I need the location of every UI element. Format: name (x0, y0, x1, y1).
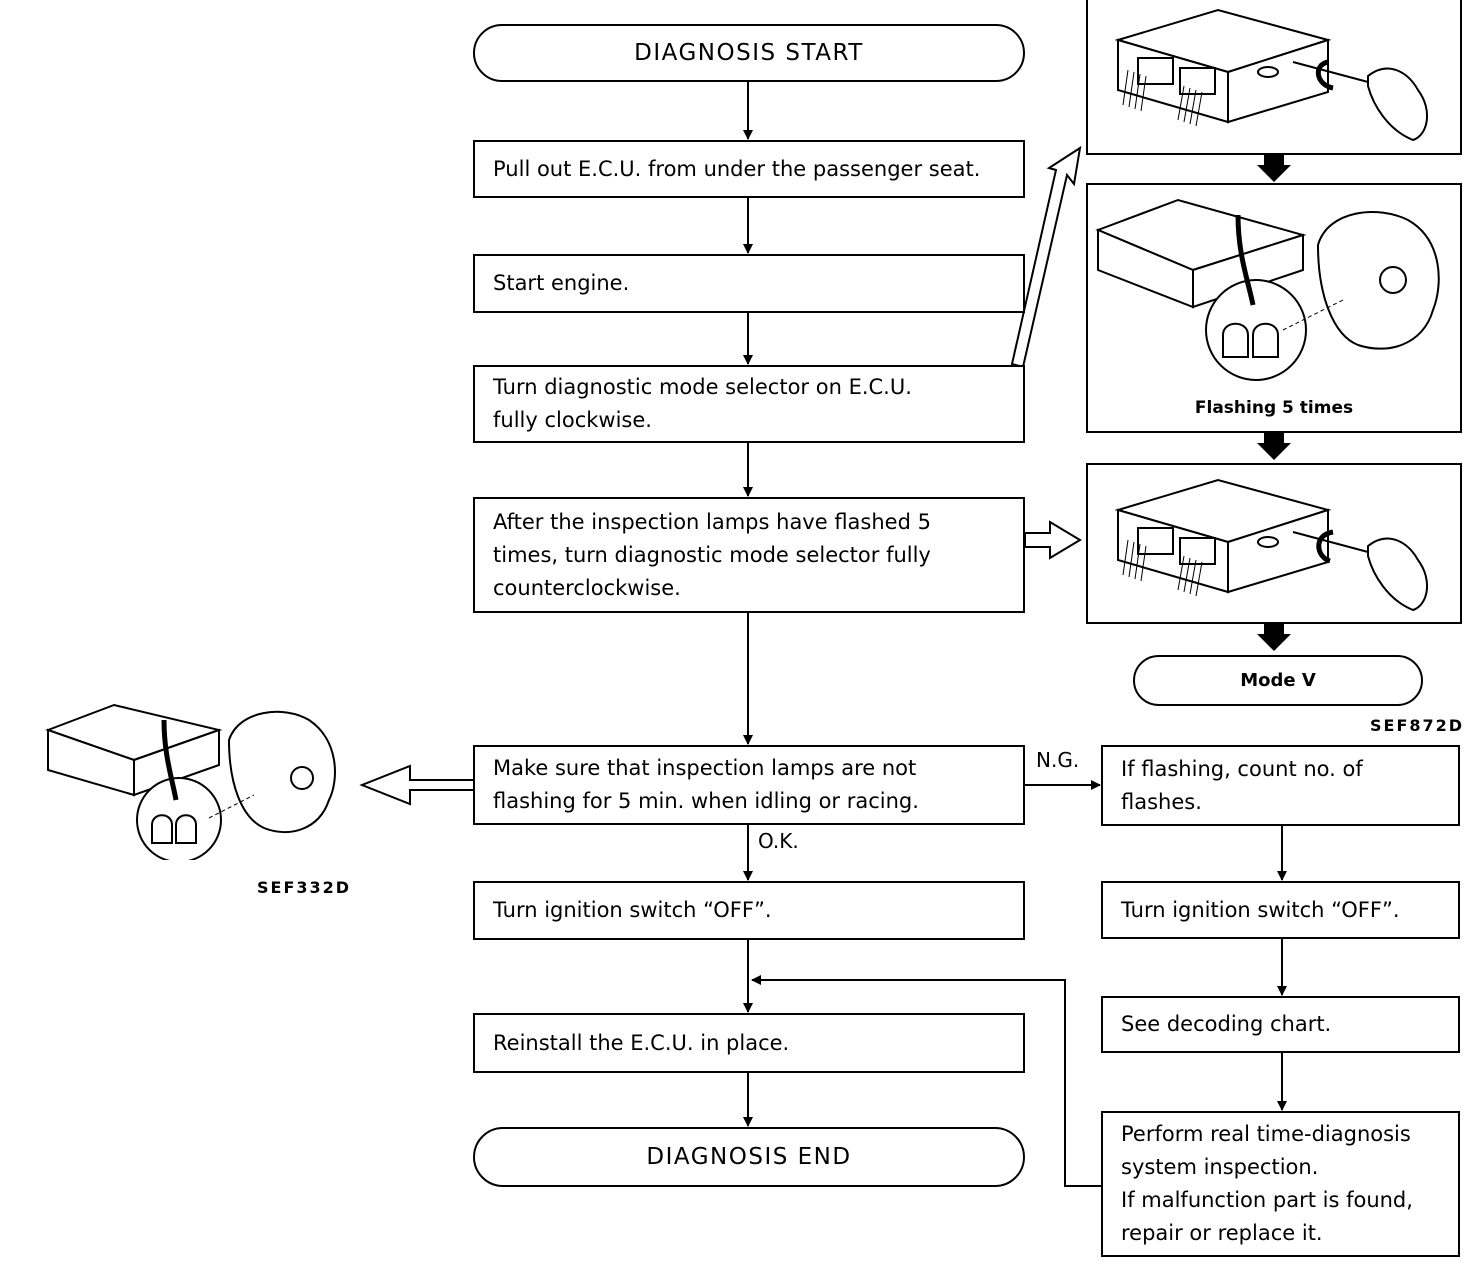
ecu-screwdriver-icon (1114, 8, 1429, 142)
ecu-turn-clockwise-illustration (1086, 0, 1462, 155)
ecu-flashing-illustration: Flashing 5 times (1086, 183, 1462, 433)
step-pull-out-ecu: Pull out E.C.U. from under the passenger… (473, 140, 1025, 198)
ng-real-time-diagnosis: Perform real time-diagnosis system inspe… (1101, 1111, 1460, 1257)
step-start-engine: Start engine. (473, 254, 1025, 313)
ng-label: N.G. (1036, 748, 1080, 772)
end-terminal: DIAGNOSIS END (473, 1127, 1025, 1187)
ng-count-flashes: If flashing, count no. of flashes. (1101, 745, 1460, 826)
flash-caption: Flashing 5 times (1194, 398, 1354, 418)
left-ecu-illustration (45, 703, 336, 860)
ref-code-right: SEF872D (1370, 716, 1465, 735)
ng-ignition-off: Turn ignition switch “OFF”. (1101, 881, 1460, 939)
start-terminal: DIAGNOSIS START (473, 24, 1025, 82)
ref-code-left: SEF332D (257, 878, 352, 897)
ok-label: O.K. (758, 829, 799, 853)
ecu-turn-counterclockwise-illustration (1086, 463, 1462, 624)
step-check-lamps: Make sure that inspection lamps are not … (473, 745, 1025, 825)
ng-decoding-chart: See decoding chart. (1101, 996, 1460, 1053)
step-reinstall-ecu: Reinstall the E.C.U. in place. (473, 1013, 1025, 1073)
step-selector-counterclockwise: After the inspection lamps have flashed … (473, 497, 1025, 613)
mode-v-terminal: Mode V (1133, 655, 1423, 706)
ecu-screwdriver-ccw-icon (1114, 478, 1429, 612)
ecu-lamp-observer-icon (1095, 198, 1440, 381)
step-ignition-off: Turn ignition switch “OFF”. (473, 881, 1025, 940)
step-selector-clockwise: Turn diagnostic mode selector on E.C.U. … (473, 365, 1025, 443)
